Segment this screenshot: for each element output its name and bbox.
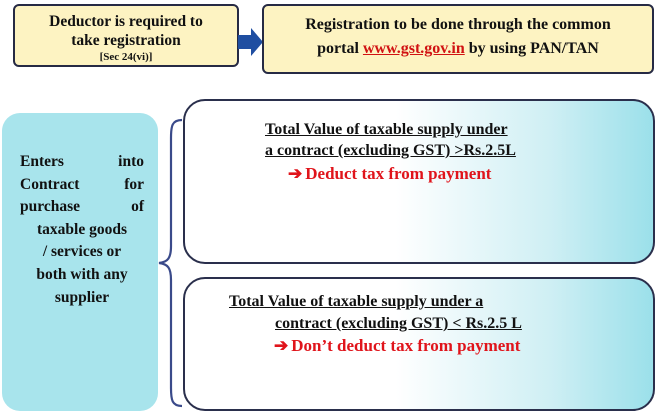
portal-text-suffix: by using PAN/TAN	[464, 40, 599, 57]
enters-line-5: / services or	[42, 243, 122, 261]
section-reference: [Sec 24(vi)]	[99, 51, 153, 63]
enters-line-3: purchase of	[20, 198, 144, 216]
enters-line-1: Enters into	[20, 153, 144, 170]
portal-text-prefix: portal	[317, 40, 363, 57]
enters-contract-box: Enters into Contract for purchase of tax…	[2, 113, 158, 411]
above-condition-line1: Total Value of taxable supply under	[265, 121, 508, 138]
enters-line-6: both with any	[36, 265, 128, 283]
above-action: ➔Deduct tax from payment	[288, 163, 491, 184]
gst-portal-link[interactable]: www.gst.gov.in	[362, 40, 465, 57]
enters-line-2: Contract for	[20, 175, 144, 193]
dont-deduct-tax-text: Don’t deduct tax from payment	[291, 336, 521, 355]
enters-line-7: supplier	[54, 288, 110, 306]
portal-text-line1: Registration to be done through the comm…	[305, 16, 611, 33]
right-arrow-icon: ➔	[288, 164, 303, 183]
deductor-registration-box: Deductor is required to take registratio…	[13, 4, 239, 67]
right-arrow-icon: ➔	[274, 336, 289, 355]
portal-registration-box: Registration to be done through the comm…	[262, 4, 654, 74]
deductor-line2: take registration	[71, 32, 181, 49]
below-condition-line2: contract (excluding GST) < Rs.2.5 L	[275, 315, 522, 332]
below-action: ➔Don’t deduct tax from payment	[274, 335, 520, 356]
deduct-tax-text: Deduct tax from payment	[305, 164, 492, 183]
below-threshold-box: Total Value of taxable supply under a co…	[183, 277, 655, 411]
curly-brace-icon	[158, 118, 183, 408]
enters-line-4: taxable goods	[37, 220, 127, 238]
above-condition-line2: a contract (excluding GST) >Rs.2.5L	[265, 142, 516, 159]
below-condition-line1: Total Value of taxable supply under a	[229, 293, 484, 310]
above-threshold-box: Total Value of taxable supply under a co…	[183, 99, 655, 264]
deductor-line1: Deductor is required to	[49, 13, 203, 30]
right-arrow-icon	[238, 28, 263, 56]
